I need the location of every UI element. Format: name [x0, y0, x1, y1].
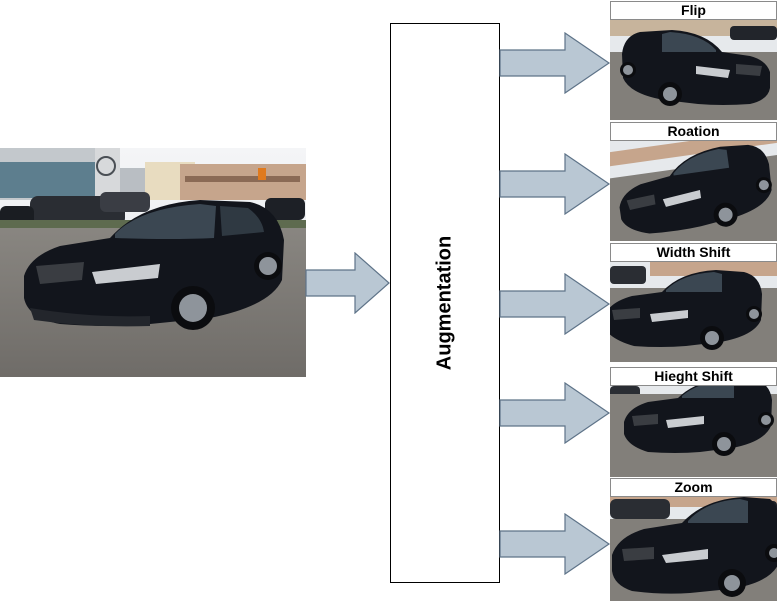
- augmentation-box: Augmentation: [390, 23, 500, 583]
- input-arrow: [305, 252, 390, 314]
- output-label-height-shift: Hieght Shift: [610, 367, 777, 386]
- output-arrow-zoom: [499, 513, 611, 575]
- output-arrow-height-shift: [499, 382, 611, 444]
- output-photo-width-shift: [610, 262, 777, 362]
- output-label-zoom: Zoom: [610, 478, 777, 497]
- output-photo-height-shift: [610, 386, 777, 477]
- augmentation-label: Augmentation: [433, 235, 456, 371]
- output-photo-zoom: [610, 497, 777, 601]
- output-arrow-flip: [499, 32, 611, 94]
- output-photo-flip: [610, 20, 777, 120]
- output-label-rotation: Roation: [610, 122, 777, 141]
- output-label-flip: Flip: [610, 1, 777, 20]
- input-car-photo: [0, 148, 306, 377]
- output-label-width-shift: Width Shift: [610, 243, 777, 262]
- output-arrow-width-shift: [499, 273, 611, 335]
- output-photo-rotation: [610, 141, 777, 241]
- output-arrow-rotation: [499, 153, 611, 215]
